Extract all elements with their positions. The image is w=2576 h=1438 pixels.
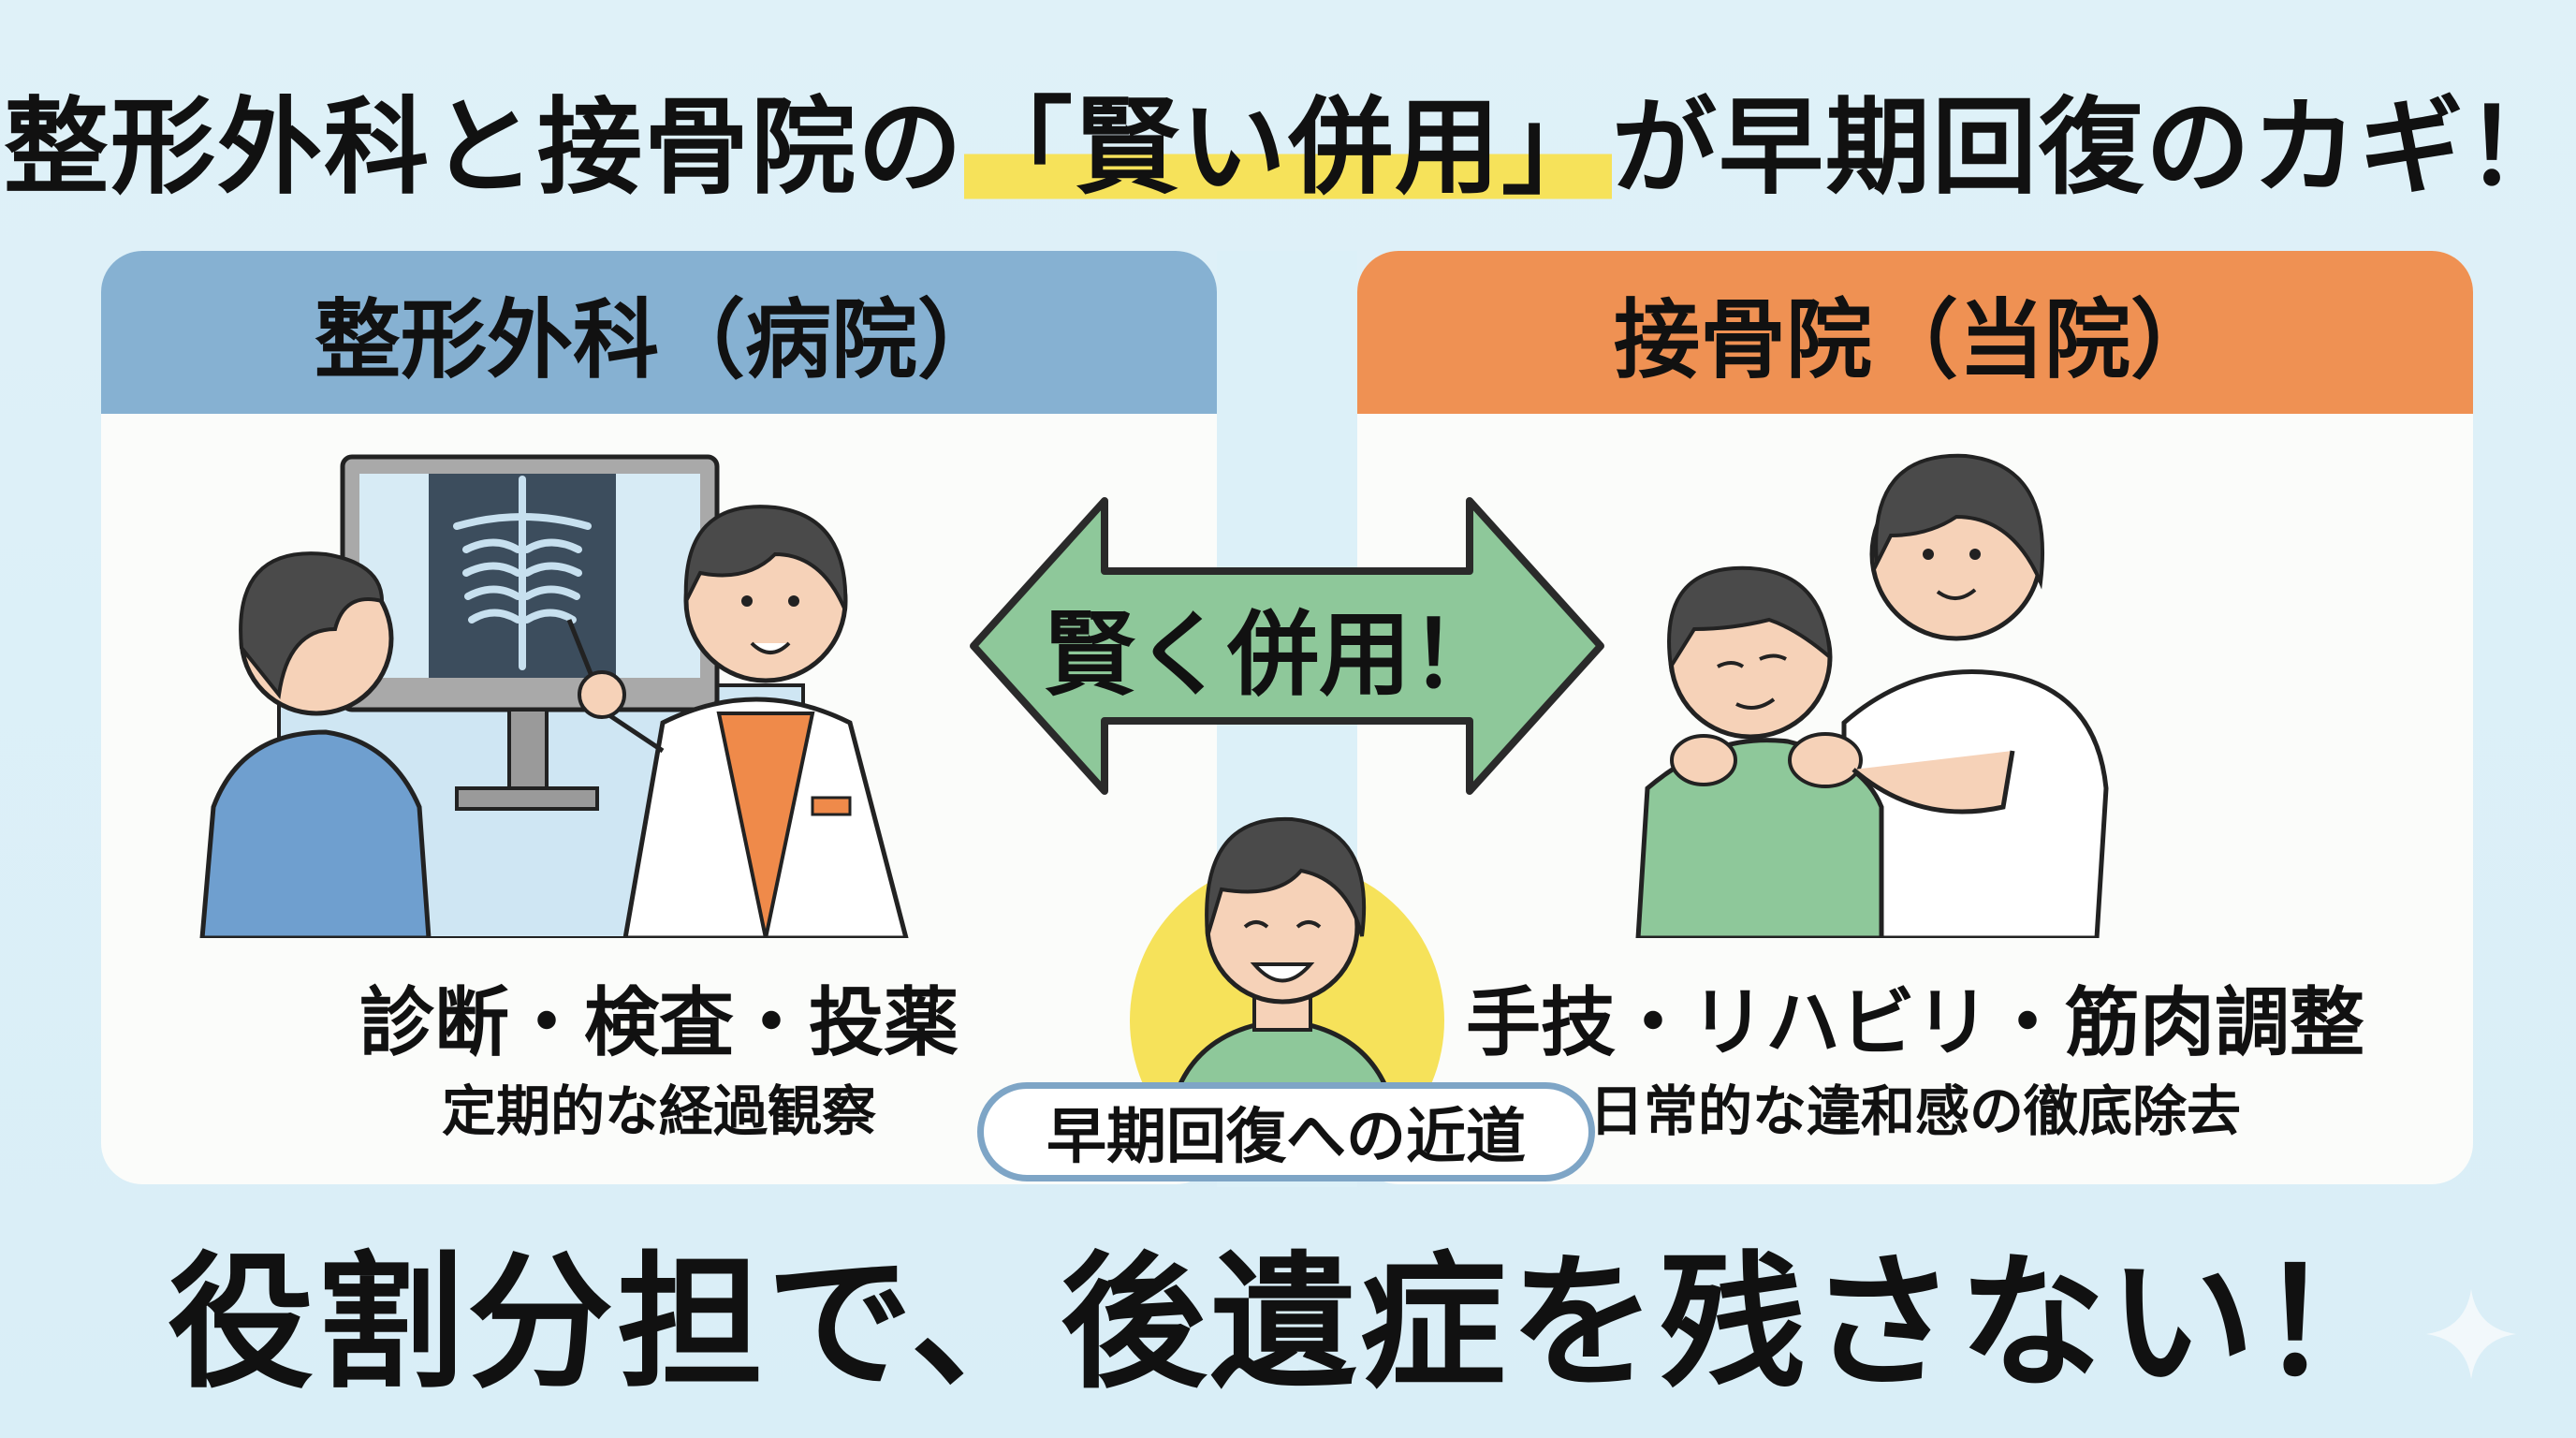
recovery-shortcut-badge: 早期回復への近道 <box>977 1082 1595 1181</box>
therapist-shoulder-massage-icon <box>1357 414 2473 938</box>
orthopedics-services: 診断・検査・投薬 <box>359 979 959 1066</box>
bonesetter-subtext: 日常的な違和感の徹底除去 <box>1588 1079 2241 1143</box>
bonesetter-panel: 接骨院（当院） 手技・リハビリ・筋肉調整 日常的な違和感の徹底除去 <box>1357 251 2473 1184</box>
orthopedics-header: 整形外科（病院） <box>101 251 1217 414</box>
orthopedics-subtext: 定期的な経過観察 <box>441 1079 876 1143</box>
doctor-explaining-xray-icon <box>101 414 1217 938</box>
arrow-label: 賢く併用！ <box>1043 602 1502 709</box>
page-title: 整形外科と接骨院の「賢い併用」が早期回復のカギ！ <box>0 82 2576 213</box>
smiling-patient-icon <box>1095 777 1470 1114</box>
sparkle-icon <box>2424 1287 2518 1381</box>
title-suffix: が早期回復のカギ！ <box>1612 87 2572 209</box>
badge-label: 早期回復への近道 <box>1046 1103 1526 1172</box>
title-prefix: 整形外科と接骨院の <box>4 87 964 209</box>
bonesetter-header: 接骨院（当院） <box>1357 251 2473 414</box>
bonesetter-services: 手技・リハビリ・筋肉調整 <box>1466 979 2364 1066</box>
bottom-slogan: 役割分担で、後遺症を残さない！ <box>168 1238 2408 1408</box>
orthopedics-panel: 整形外科（病院） <box>101 251 1217 1184</box>
title-highlight: 「賢い併用」 <box>964 87 1612 209</box>
double-arrow-icon <box>964 482 1610 810</box>
